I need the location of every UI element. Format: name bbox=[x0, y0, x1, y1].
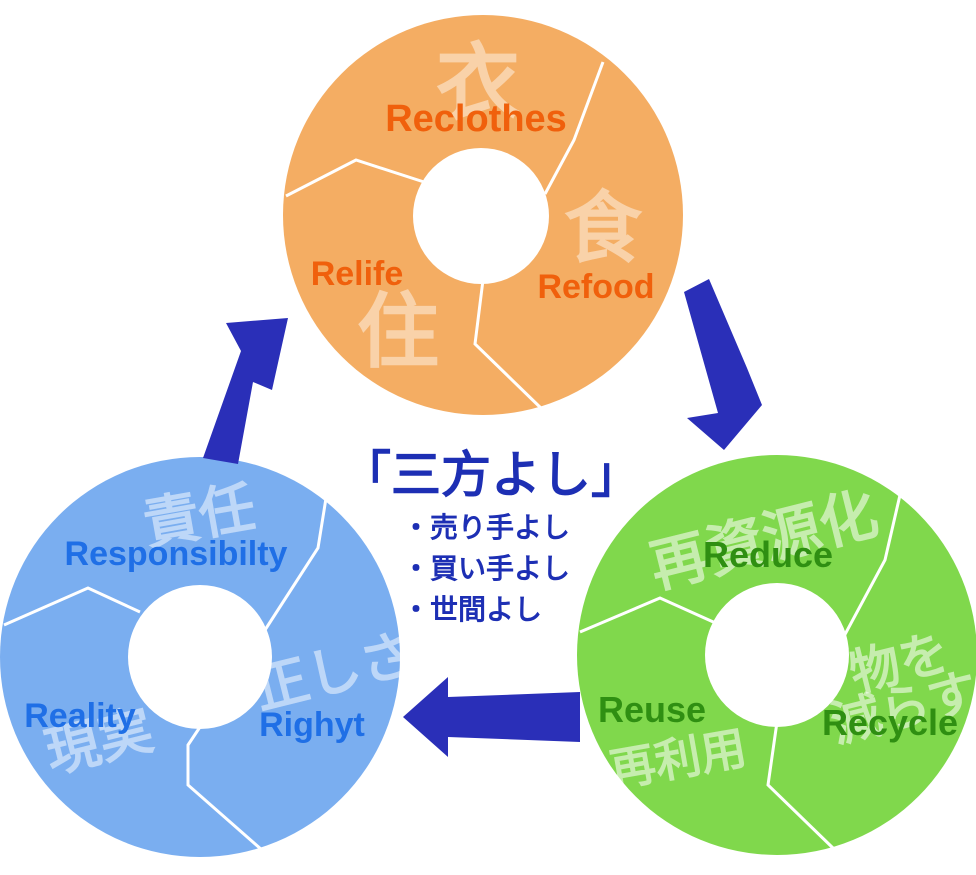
right-divider-1 bbox=[579, 596, 721, 634]
left-label-righyt: Righyt bbox=[259, 706, 365, 744]
right-divider-3 bbox=[766, 721, 837, 852]
left-circle: 責任 正しさ 現実 Responsibilty Righyt Reality bbox=[0, 457, 420, 857]
arrow-top-to-right bbox=[684, 279, 762, 450]
arrow-left-to-top bbox=[203, 318, 288, 464]
top-circle: 衣 食 住 Reclothes Refood Relife bbox=[283, 15, 683, 415]
top-hole bbox=[413, 148, 549, 284]
left-label-reality: Reality bbox=[24, 697, 136, 735]
center-bullet-seller: ・売り手よし bbox=[402, 511, 570, 544]
right-label-reduce: Reduce bbox=[703, 534, 833, 575]
top-label-reclothes: Reclothes bbox=[385, 98, 567, 140]
left-divider-2 bbox=[263, 491, 329, 631]
top-divider-1 bbox=[285, 158, 425, 198]
center-bullet-society: ・世間よし bbox=[402, 593, 542, 626]
top-divider-3 bbox=[473, 279, 547, 414]
top-kanji-food: 食 bbox=[564, 184, 643, 274]
top-divider-2 bbox=[543, 61, 605, 195]
right-hole bbox=[705, 583, 849, 727]
center-title: 「三方よし」 bbox=[341, 446, 641, 504]
top-kanji-home: 住 bbox=[357, 285, 439, 380]
center-text-block: 「三方よし」 ・売り手よし ・買い手よし ・世間よし bbox=[341, 446, 641, 626]
left-label-responsibilty: Responsibilty bbox=[65, 535, 288, 573]
arrow-right-to-left bbox=[403, 677, 580, 757]
right-circle: 再資源化 物を 減らす 再利用 Reduce Recycle Reuse bbox=[577, 455, 976, 855]
cycle-arrows bbox=[203, 279, 762, 757]
top-label-relife: Relife bbox=[311, 255, 404, 293]
left-divider-1 bbox=[3, 586, 141, 627]
left-divider-3 bbox=[186, 726, 263, 852]
top-label-refood: Refood bbox=[537, 268, 654, 306]
top-kanji-clothes: 衣 bbox=[436, 34, 520, 132]
left-hole bbox=[128, 585, 272, 729]
right-label-reuse: Reuse bbox=[598, 689, 706, 730]
center-bullet-buyer: ・買い手よし bbox=[402, 552, 570, 585]
right-label-recycle: Recycle bbox=[822, 702, 958, 743]
right-divider-2 bbox=[840, 494, 902, 641]
